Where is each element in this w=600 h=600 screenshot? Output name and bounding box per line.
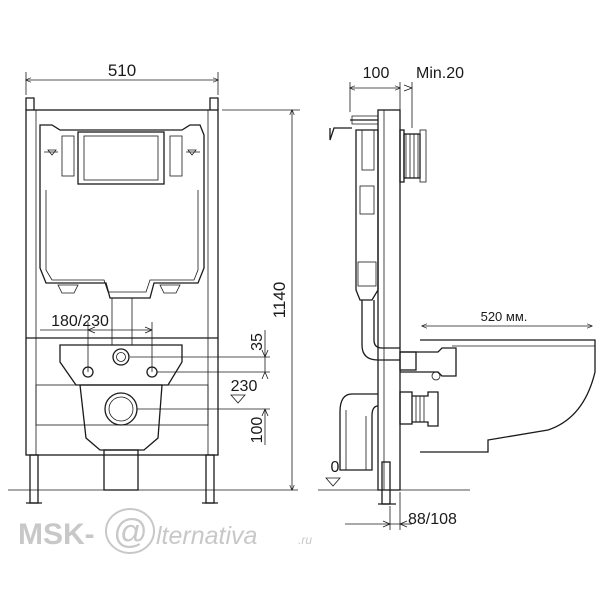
dim-drain-offset-label: 100 (249, 417, 266, 444)
side-view: 100 Min.20 520 мм. 0 88/108 (318, 65, 596, 530)
dim-bowl-length-label: 520 мм. (481, 309, 528, 324)
leg-left (29, 454, 39, 504)
water-inlet (112, 348, 130, 366)
frame-outline (25, 109, 219, 456)
dim-inlet-offset-label: 35 (249, 333, 266, 351)
cistern (39, 124, 205, 299)
dim-width-label: 510 (108, 61, 136, 80)
drain-elbow (339, 393, 379, 471)
dim-projection-label: 88/108 (408, 511, 457, 528)
flush-plate-opening (77, 131, 165, 185)
watermark-left: MSK- (18, 518, 95, 551)
dim-drain-height-label: 230 (231, 378, 258, 395)
top-bracket-right (209, 97, 219, 110)
drain-outlet (104, 392, 138, 426)
dim-min-gap-label: Min.20 (416, 65, 464, 82)
front-view: 510 1140 180/230 35 230 100 (8, 61, 300, 504)
drain-housing (79, 384, 163, 451)
watermark: MSK- @ lternativa .ru (18, 508, 312, 554)
top-bracket-left (25, 97, 35, 110)
dim-flush-spacing-label: 180/230 (51, 313, 109, 330)
leg-right (205, 454, 215, 504)
cistern-side (355, 129, 379, 301)
side-leg (381, 461, 391, 505)
dim-height-label: 1140 (270, 282, 289, 319)
dim-depth-label: 100 (363, 65, 390, 82)
dim-floor-level-label: 0 (331, 459, 340, 476)
watermark-suffix: .ru (298, 533, 312, 547)
watermark-right: lternativa (156, 522, 258, 550)
side-frame (377, 109, 401, 491)
wc-bowl (420, 339, 596, 453)
watermark-at: @ (113, 513, 148, 551)
